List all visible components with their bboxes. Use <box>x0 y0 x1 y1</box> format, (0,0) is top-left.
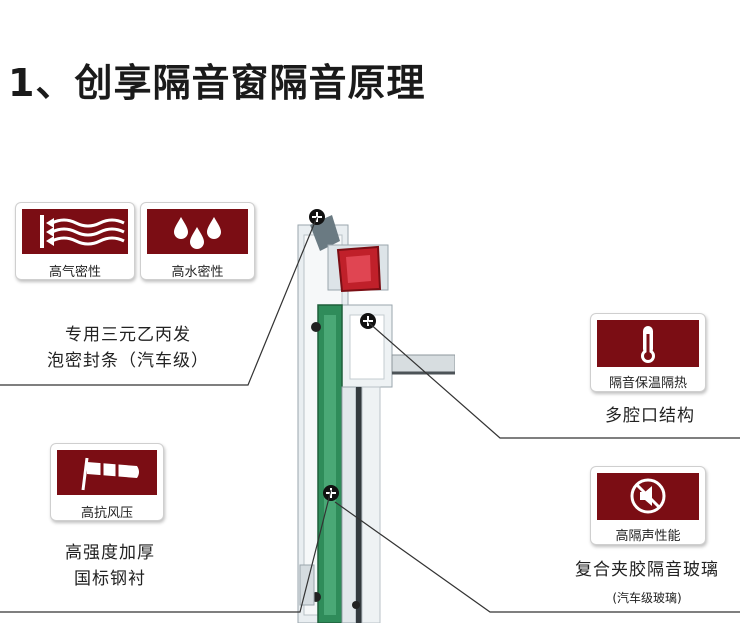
glass-description: 复合夹胶隔音玻璃 <box>575 560 719 580</box>
card-acoustic-label: 高隔声性能 <box>615 529 681 544</box>
window-profile-cross-section <box>297 209 455 623</box>
card-watertight: 高水密性 <box>140 202 255 280</box>
card-airtight: 高气密性 <box>15 202 135 280</box>
steel-description-line1: 高强度加厚 <box>65 543 155 563</box>
glass-note: (汽车级玻璃) <box>612 591 682 605</box>
card-acoustic: 高隔声性能 <box>590 466 706 545</box>
seal-description: 专用三元乙丙发 泡密封条（汽车级） <box>14 322 242 374</box>
page-title: 1、创享隔音窗隔音原理 <box>8 61 426 105</box>
cavity-description: 多腔口结构 <box>605 406 695 426</box>
card-watertight-label: 高水密性 <box>171 265 224 280</box>
windsock-icon <box>81 457 139 491</box>
seal-description-line2: 泡密封条（汽车级） <box>47 351 209 371</box>
water-drops-icon <box>174 217 221 249</box>
card-wind-pressure: 高抗风压 <box>50 443 164 521</box>
airflow-arrows-icon <box>40 215 125 248</box>
steel-description-line2: 国标钢衬 <box>74 569 146 589</box>
mute-speaker-icon <box>630 478 666 514</box>
seal-description-line1: 专用三元乙丙发 <box>65 325 191 345</box>
card-thermal: 隔音保温隔热 <box>590 313 706 392</box>
card-thermal-label: 隔音保温隔热 <box>608 376 687 391</box>
card-wind-label: 高抗风压 <box>80 506 133 521</box>
thermometer-icon <box>641 326 655 363</box>
card-airtight-label: 高气密性 <box>48 265 101 280</box>
steel-description: 高强度加厚 国标钢衬 <box>30 540 190 592</box>
marker-plus-steel <box>323 485 339 501</box>
